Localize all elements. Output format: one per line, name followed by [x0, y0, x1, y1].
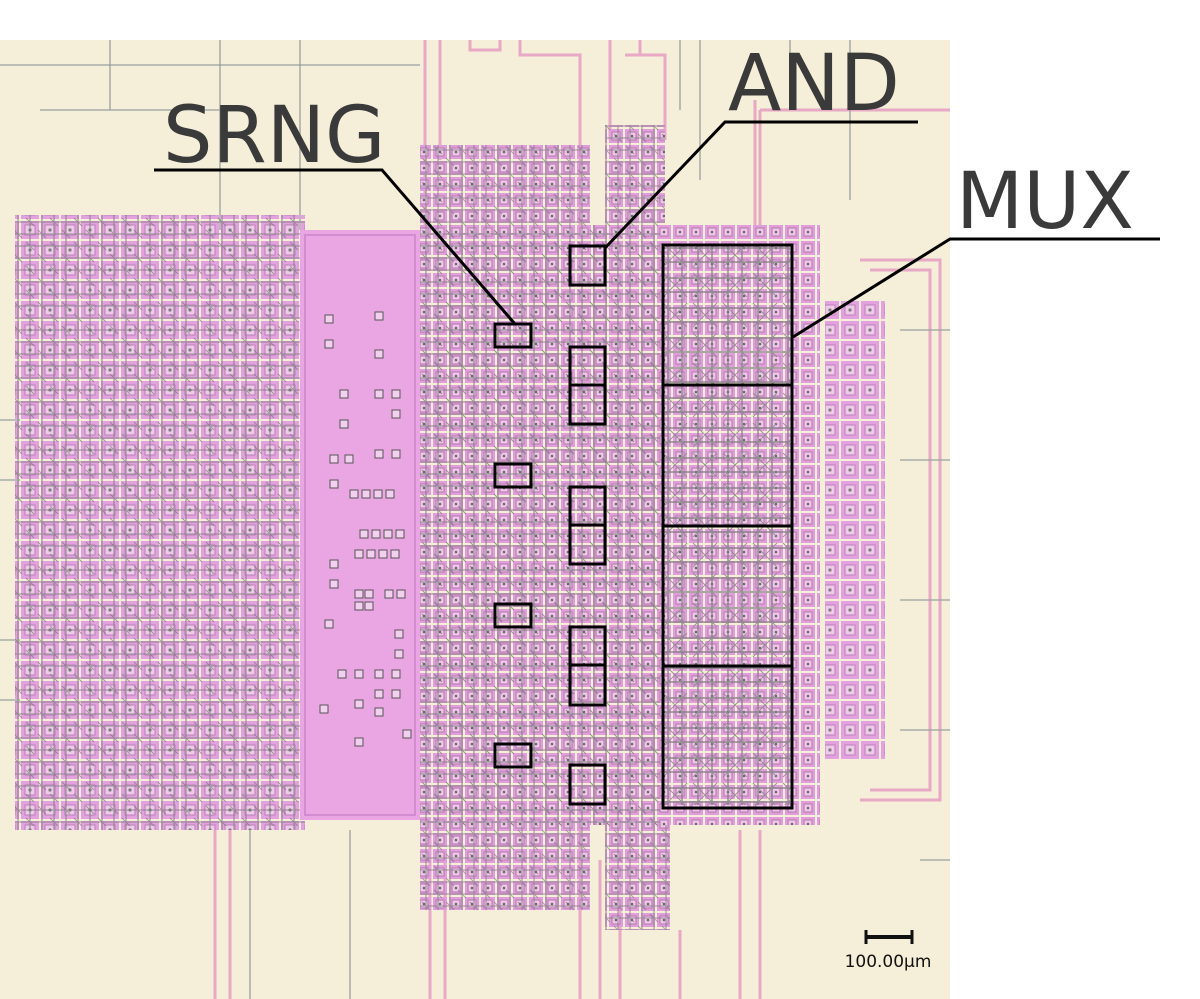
- and-box: [568, 383, 607, 426]
- srng-leader-line: [154, 168, 517, 325]
- and-box: [568, 763, 607, 806]
- mux-box: [661, 664, 794, 810]
- mux-label: MUX: [956, 157, 1134, 247]
- scale-bar-label: 100.00µm: [845, 952, 932, 972]
- micrograph-image: 100.00µm: [0, 40, 950, 999]
- and-label: AND: [728, 39, 900, 129]
- srng-box: [493, 742, 533, 769]
- and-box: [568, 244, 607, 287]
- annotations: [154, 120, 1160, 810]
- srng-box: [493, 462, 533, 489]
- and-box: [568, 663, 607, 707]
- srng-box: [493, 322, 533, 349]
- srng-label: SRNG: [163, 91, 386, 181]
- and-box: [568, 523, 607, 566]
- and-leader-line: [603, 120, 918, 250]
- srng-box: [493, 602, 533, 629]
- mux-leader-line: [792, 237, 1160, 339]
- scale-bar: 100.00µm: [845, 930, 932, 972]
